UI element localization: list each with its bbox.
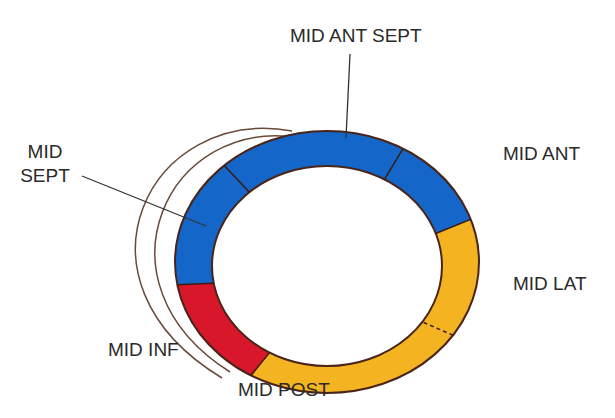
leader-line <box>346 54 350 138</box>
segment-label: MID POST <box>238 378 330 402</box>
segment-label: MID INF <box>108 338 179 362</box>
epicardium-outline <box>175 131 479 393</box>
segment-label: MID SEPT <box>14 140 76 188</box>
segment-border <box>385 149 404 180</box>
segment-label: MID LAT <box>513 272 587 296</box>
leader-line <box>82 176 206 226</box>
ventricle-ring <box>175 131 479 393</box>
segment-border <box>436 219 471 233</box>
segment-border <box>177 283 213 284</box>
segment-border <box>224 165 249 192</box>
segment-label: MID ANT SEPT <box>290 24 422 48</box>
segment-border <box>422 322 453 335</box>
segment-border <box>251 353 270 376</box>
segment-label: MID ANT <box>503 142 580 166</box>
endocardium-outline <box>212 166 442 366</box>
